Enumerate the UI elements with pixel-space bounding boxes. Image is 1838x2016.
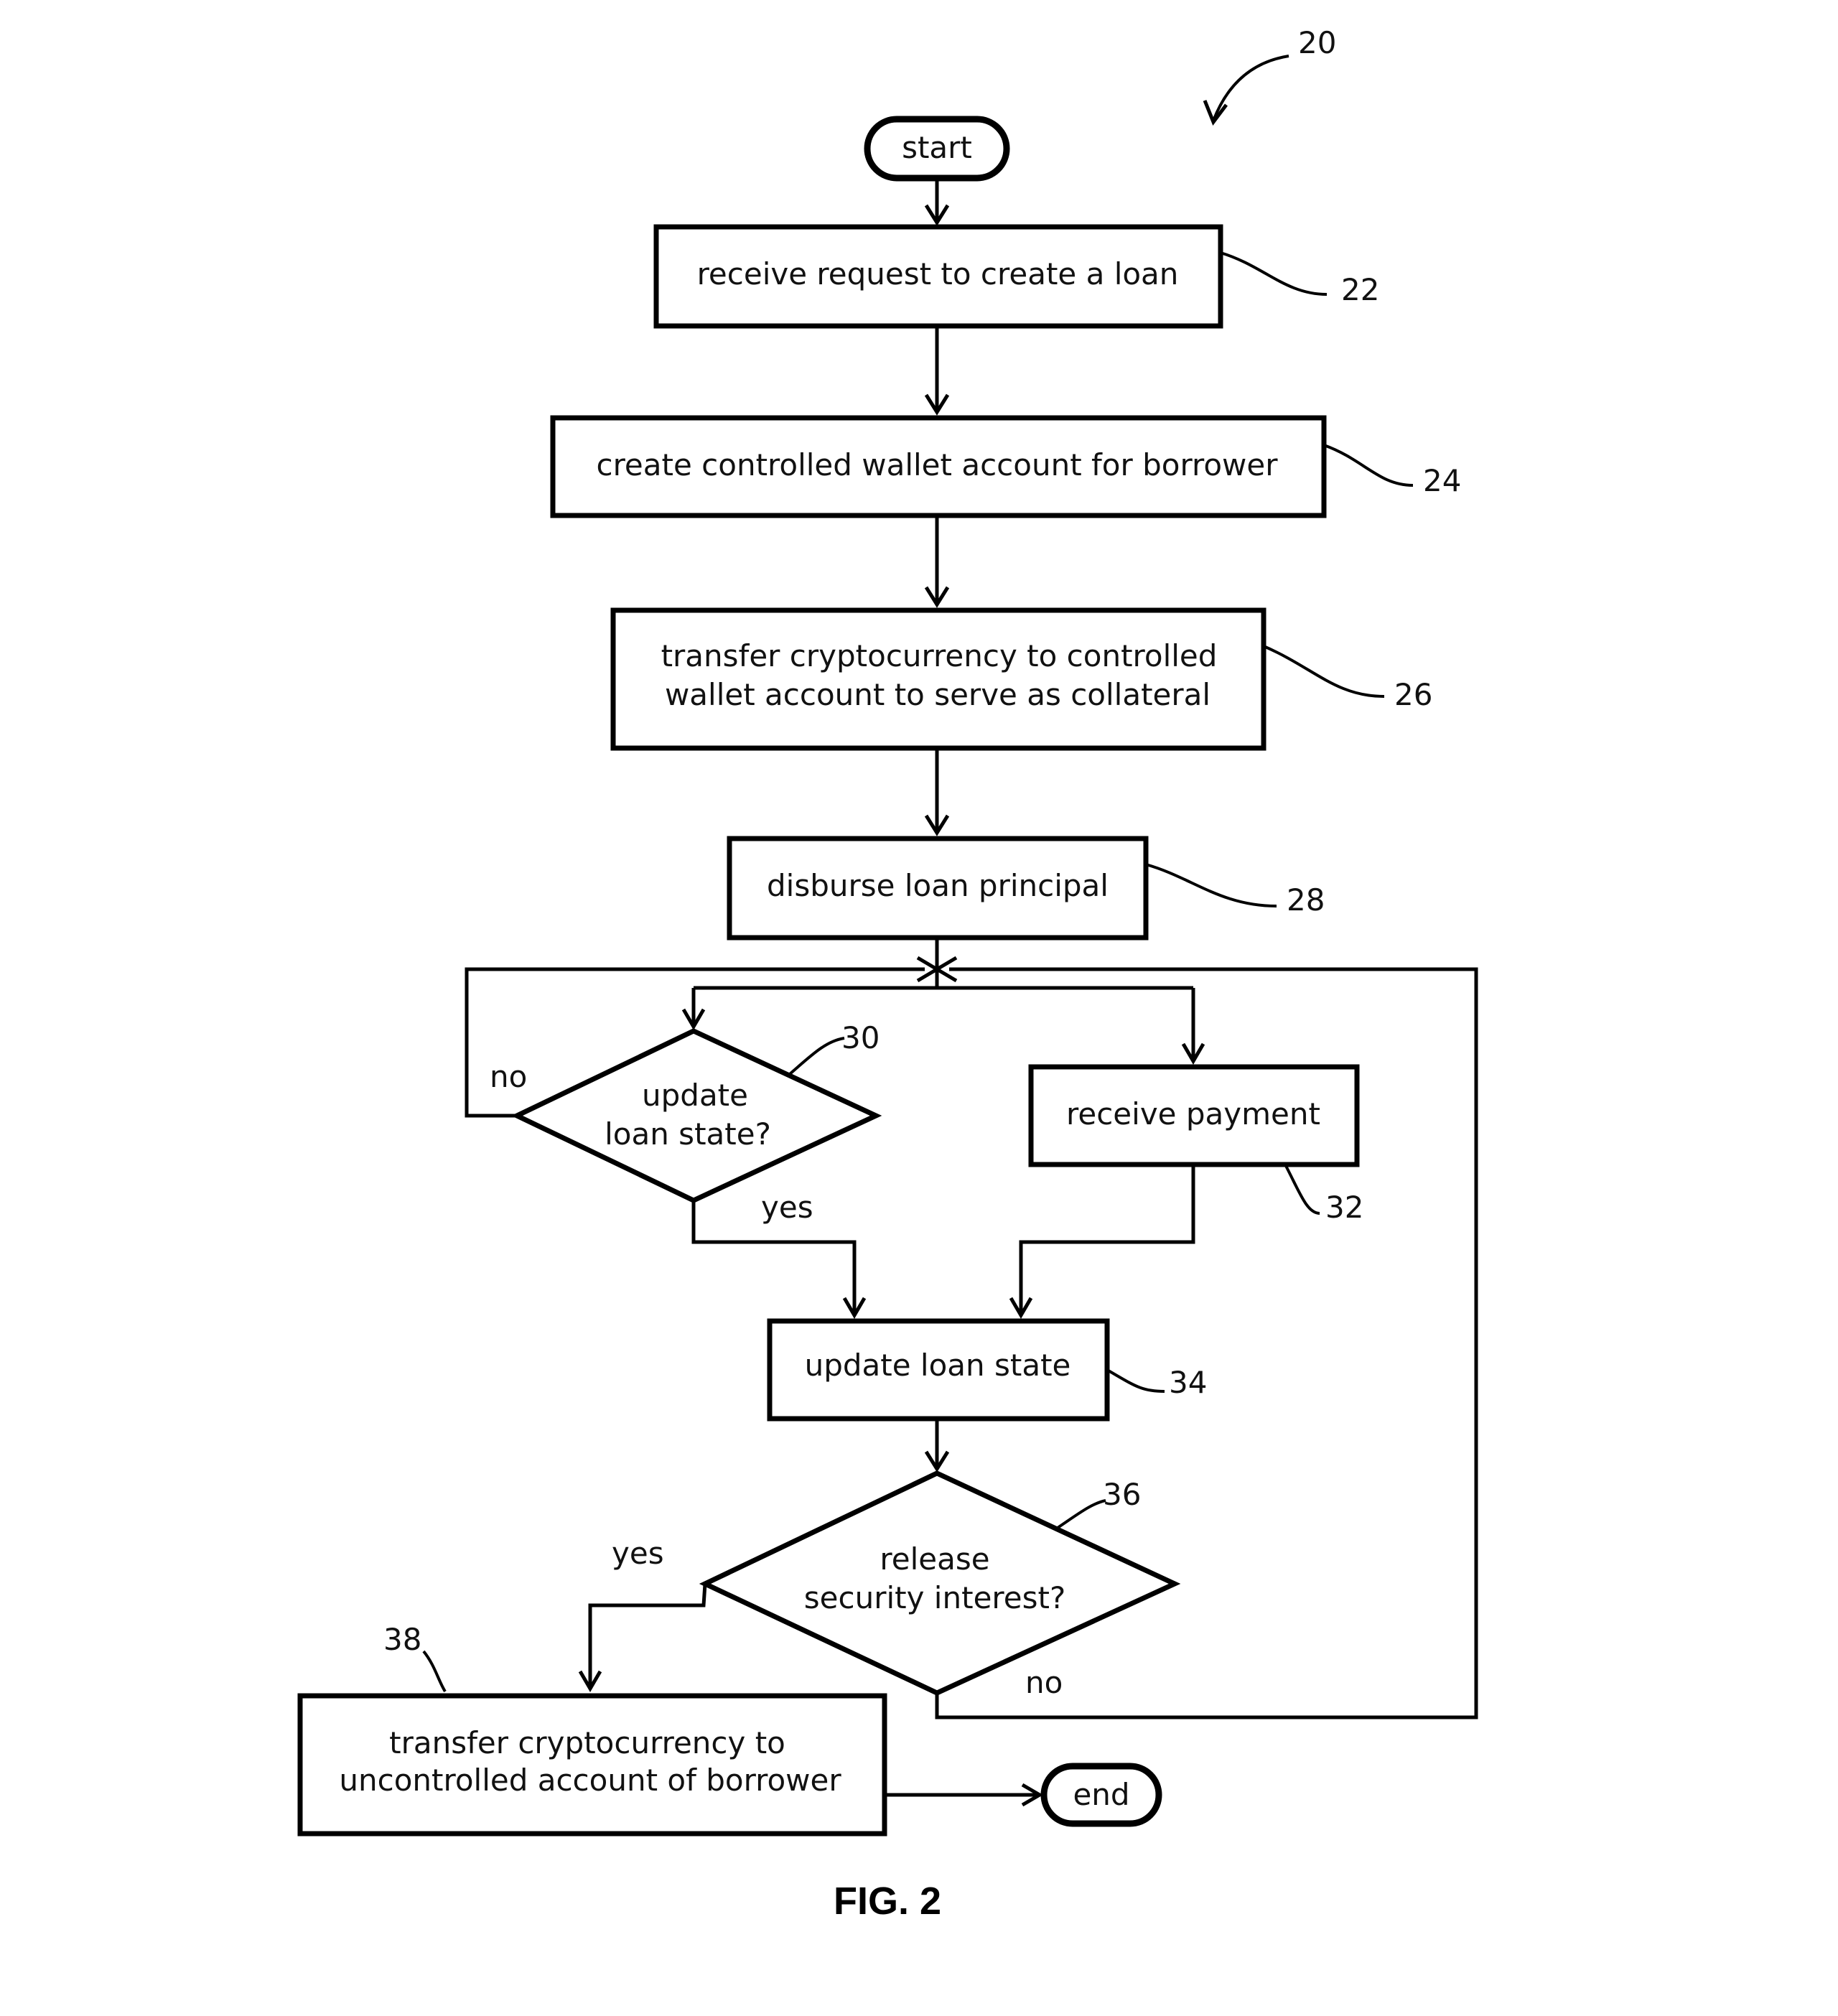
ref-22: 22 <box>1341 272 1379 307</box>
decision-36-no-label: no <box>1025 1665 1063 1700</box>
ref-30: 30 <box>841 1020 880 1055</box>
end-label: end <box>1073 1777 1129 1812</box>
ref-28: 28 <box>1287 882 1325 918</box>
step-32-label: receive payment <box>1066 1096 1320 1131</box>
arrowhead-30-34 <box>842 1297 867 1319</box>
loop-merge-arrowhead-right <box>933 956 958 983</box>
arrowhead-26-28 <box>924 814 950 836</box>
step-38-line2: uncontrolled account of borrower <box>339 1763 841 1798</box>
decision-30-diamond <box>510 1028 882 1203</box>
connector-32-34 <box>1019 1165 1195 1315</box>
ref-38: 38 <box>383 1622 421 1657</box>
decision-30-no-label: no <box>490 1059 527 1094</box>
connector-36-38 <box>588 1583 707 1689</box>
ref-28-leader <box>1145 863 1277 907</box>
step-34-box <box>767 1318 1110 1422</box>
ref-34: 34 <box>1169 1365 1207 1400</box>
ref-36-leader <box>1054 1499 1106 1531</box>
ref-32-leader <box>1284 1164 1320 1215</box>
arrowhead-36-38 <box>578 1670 602 1692</box>
step-24-box <box>550 415 1327 518</box>
step-34-label: update loan state <box>805 1348 1071 1383</box>
ref-24-leader <box>1323 444 1414 487</box>
loop-30-no-path <box>465 967 925 1118</box>
ref-26-leader <box>1263 645 1385 698</box>
ref-36: 36 <box>1103 1477 1141 1512</box>
step-32-box <box>1028 1064 1360 1167</box>
step-26-line1: transfer cryptocurrency to controlled <box>661 638 1218 673</box>
step-22-label: receive request to create a loan <box>697 256 1179 291</box>
figure-ref-arrowhead <box>1203 100 1228 126</box>
decision-30-yes-label: yes <box>761 1190 813 1225</box>
arrowhead-22-24 <box>924 393 950 416</box>
step-22-box <box>653 224 1223 329</box>
step-28-label: disburse loan principal <box>767 868 1109 903</box>
figure-ref-pointer <box>1212 55 1289 121</box>
decision-36-line1: release <box>880 1541 989 1577</box>
step-24-label: create controlled wallet account for bor… <box>596 447 1278 482</box>
start-label: start <box>902 130 972 165</box>
ref-24: 24 <box>1423 463 1461 498</box>
ref-26: 26 <box>1394 677 1432 712</box>
step-38-line1: transfer cryptocurrency to <box>389 1725 785 1760</box>
ref-34-leader <box>1106 1368 1165 1393</box>
decision-30-line1: update <box>642 1078 748 1113</box>
step-26-line2: wallet account to serve as collateral <box>665 677 1210 712</box>
connector-30-34 <box>691 1200 857 1315</box>
figure-caption: FIG. 2 <box>834 1880 941 1923</box>
decision-36-line2: security interest? <box>804 1580 1065 1615</box>
step-38-box <box>297 1693 887 1837</box>
arrowhead-24-26 <box>924 586 950 608</box>
decision-30-line2: loan state? <box>605 1116 771 1152</box>
arrowhead-split-30 <box>681 1008 706 1030</box>
ref-32: 32 <box>1325 1190 1363 1225</box>
arrowhead-38-end <box>1021 1783 1043 1807</box>
arrowhead-start-22 <box>924 204 950 226</box>
arrowhead-32-34 <box>1009 1297 1033 1319</box>
step-28-box <box>727 836 1149 941</box>
ref-38-leader <box>422 1650 447 1693</box>
decision-36-yes-label: yes <box>612 1536 664 1571</box>
arrowhead-split-32 <box>1181 1042 1205 1065</box>
loop-36-no-path <box>935 967 1478 1719</box>
figure-ref-20: 20 <box>1298 25 1336 60</box>
end-terminal <box>1040 1763 1162 1827</box>
ref-30-leader <box>788 1037 845 1075</box>
arrowhead-34-36 <box>924 1450 950 1473</box>
ref-22-leader <box>1220 251 1328 296</box>
